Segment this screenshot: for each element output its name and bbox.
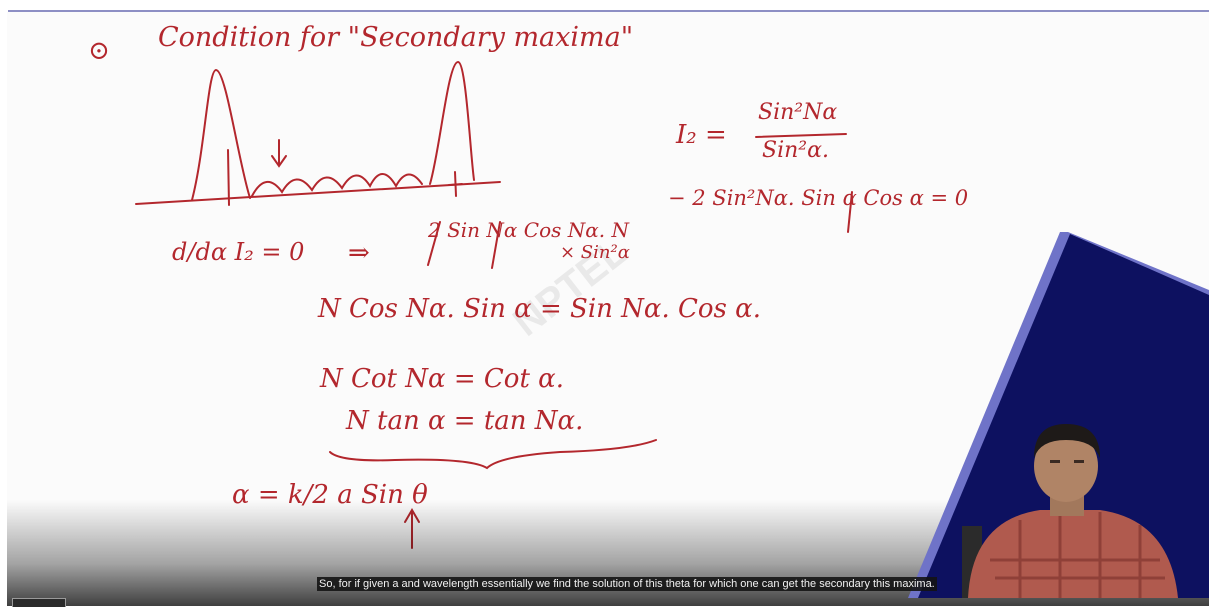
derivative-lhs: d/dα I₂ = 0 [172, 238, 305, 266]
intensity-denominator: Sin²α. [762, 138, 829, 163]
left-border [0, 12, 7, 606]
player-control-button[interactable] [12, 598, 66, 607]
curly-brace [329, 439, 657, 470]
intensity-lhs: I₂ = [676, 120, 727, 150]
window-top-border [0, 0, 1209, 12]
graph-baseline [135, 181, 501, 205]
equation-line-2: N Cot Nα = Cot α. [320, 364, 564, 394]
intensity-numerator: Sin²Nα [758, 100, 838, 125]
secondary-maxima-ripples [251, 173, 423, 197]
implies-arrow: ⇒ [348, 238, 370, 268]
heading-text: Condition for "Secondary maxima" [158, 22, 634, 53]
bullet-marker: ⊙ [88, 36, 110, 66]
secondary-max-arrow [271, 139, 287, 168]
equation-line-1: N Cos Nα. Sin α = Sin Nα. Cos α. [318, 294, 761, 324]
derivative-term-3: − 2 Sin²Nα. Sin α Cos α = 0 [668, 186, 969, 210]
derivative-term-1: 2 Sin Nα Cos Nα. N [428, 218, 629, 242]
subtitle-caption: So, for if given a and wavelength essent… [317, 577, 937, 591]
presenter-figure [962, 424, 1178, 598]
equation-line-3: N tan α = tan Nα. [346, 406, 584, 436]
right-principal-peak [429, 60, 475, 185]
left-principal-peak [191, 68, 251, 201]
derivative-term-2: × Sin²α [560, 242, 630, 263]
progress-track-line [8, 10, 1209, 12]
